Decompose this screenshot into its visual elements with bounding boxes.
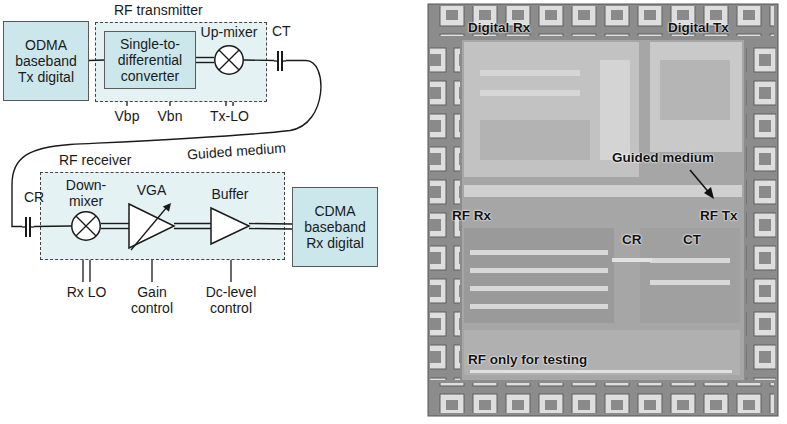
mixer-circle-part xyxy=(76,216,96,236)
node-heading: CR xyxy=(24,189,44,205)
mixer-circle-part xyxy=(76,216,96,236)
capacitor-symbol-part xyxy=(282,60,286,61)
chip-photo-part xyxy=(464,228,614,323)
chip-label: CT xyxy=(683,232,701,248)
dashed-region: RF transmitterSingle-to- differential co… xyxy=(95,22,267,102)
region-heading: RF receiver xyxy=(59,152,131,168)
mixer-circle: Down- mixer xyxy=(71,211,101,241)
amplifier-triangle: Buffer xyxy=(211,208,249,244)
connector-line xyxy=(174,223,211,224)
chip-label: Digital Tx xyxy=(668,20,729,36)
chip-photo-part xyxy=(650,42,742,152)
mixer-circle-part xyxy=(219,50,239,70)
connector-label: Guided medium xyxy=(185,139,289,162)
node-heading: Down- mixer xyxy=(63,177,109,209)
dashed-region: RF receiverDown- mixerVGABuffer xyxy=(40,172,285,260)
capacitor-symbol-part xyxy=(30,226,34,227)
box-text: Single-to- differential converter xyxy=(112,36,188,84)
chip-label: Digital Rx xyxy=(468,20,530,36)
region-heading: RF transmitter xyxy=(114,2,203,18)
chip-photo-part xyxy=(470,250,608,255)
capacitor-symbol-part xyxy=(277,51,279,71)
chip-photo-part xyxy=(746,40,776,380)
connector xyxy=(244,60,274,62)
node-heading: Up-mixer xyxy=(194,24,264,40)
capacitor-symbol: CT xyxy=(274,49,286,73)
signal-label: Dc-level control xyxy=(198,284,264,316)
chip-photo-part xyxy=(650,258,730,263)
capacitor-symbol: CR xyxy=(22,215,34,239)
chip-label: CR xyxy=(622,232,642,248)
node-heading: CT xyxy=(272,23,291,39)
connector-line xyxy=(174,228,211,229)
connector-line xyxy=(101,228,129,229)
node-heading: Buffer xyxy=(201,186,259,202)
chip-photo-part xyxy=(428,4,778,416)
process-box: Single-to- differential converter xyxy=(104,31,196,89)
signal-label: Vbp xyxy=(115,108,140,124)
connector xyxy=(89,60,104,62)
chip-photo-part xyxy=(480,120,590,160)
mixer-circle-outline xyxy=(71,211,101,241)
chip-photo-part xyxy=(600,60,630,160)
mixer-circle-part xyxy=(219,50,239,70)
mixer-circle: Up-mixer xyxy=(214,45,244,75)
box-text: CDMA baseband Rx digital xyxy=(300,203,370,251)
capacitor-symbol-outline xyxy=(274,49,286,73)
amplifier-triangle-part xyxy=(211,208,249,244)
signal-label: Rx LO xyxy=(67,284,107,300)
mixer-circle-outline xyxy=(214,45,244,75)
chip-photo-part xyxy=(470,286,608,291)
chip-label: Guided medium xyxy=(612,150,714,166)
mixer-circle-part xyxy=(72,212,101,241)
chip-photo-part xyxy=(462,40,744,380)
mixer-circle-part xyxy=(215,46,244,75)
amplifier-triangle-part xyxy=(163,203,171,212)
chip-label: RF Rx xyxy=(452,208,491,224)
chip-label: RF only for testing xyxy=(468,352,587,368)
signal-label: Tx-LO xyxy=(210,108,249,124)
amplifier-triangle: VGA xyxy=(129,204,174,248)
chip-photo-part xyxy=(612,258,652,262)
connector xyxy=(34,226,71,228)
node-heading: VGA xyxy=(129,182,174,198)
connector-line xyxy=(101,223,129,224)
chip-photo-part xyxy=(470,370,732,373)
chip-photo-part xyxy=(470,268,608,273)
connector-line xyxy=(196,57,214,58)
signal-label: Vbn xyxy=(158,108,183,124)
box-text: ODMA baseband Tx digital xyxy=(11,37,81,85)
chip-photo-part xyxy=(480,70,580,76)
capacitor-symbol-outline xyxy=(22,215,34,239)
chip-photo-part xyxy=(650,280,730,285)
chip-photo-part xyxy=(470,304,608,309)
amplifier-triangle-outline xyxy=(211,208,249,244)
chip-label: RF Tx xyxy=(700,208,738,224)
chip-photo-part xyxy=(480,90,580,96)
process-box: ODMA baseband Tx digital xyxy=(3,21,89,101)
chip-photo-part xyxy=(704,187,714,199)
chip-photo-part xyxy=(432,6,774,36)
chip-photo-part xyxy=(464,185,742,197)
chip-photo-part xyxy=(432,383,774,413)
chip-photo-part xyxy=(660,60,730,120)
process-box: CDMA baseband Rx digital xyxy=(292,187,378,267)
capacitor-symbol-part xyxy=(25,217,27,237)
signal-label: Gain control xyxy=(124,284,180,316)
connector-line xyxy=(196,62,214,63)
chip-photo-part xyxy=(464,330,740,375)
amplifier-triangle-part xyxy=(131,207,167,250)
chip-photo-part xyxy=(640,228,740,323)
amplifier-triangle-outline xyxy=(129,204,174,248)
